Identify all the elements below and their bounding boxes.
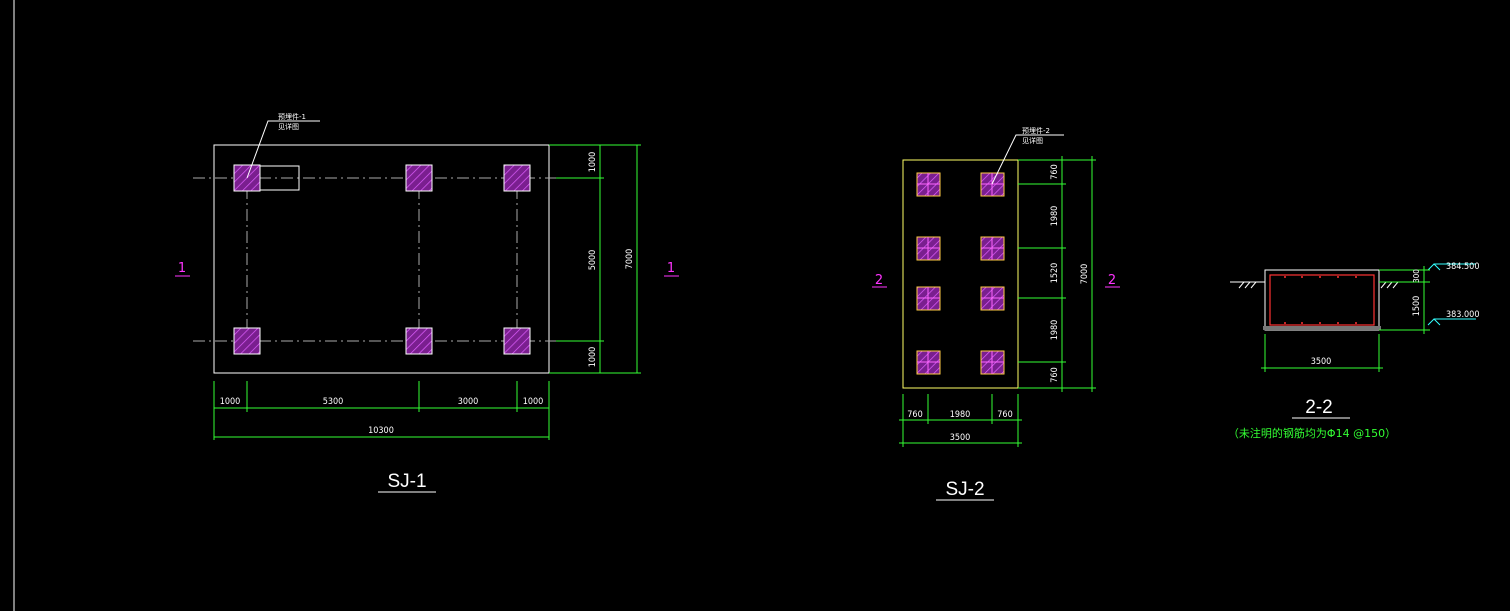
- sj2-dim-right-2: 1980: [1050, 206, 1060, 227]
- ground-hatch: [1238, 281, 1399, 289]
- section-dim-width: 3500: [1311, 357, 1332, 367]
- sj1-dim-bottom-1: 1000: [220, 397, 241, 407]
- sj2-plan: 预埋件-2 见详图 760 1980 760 3500 760 1980 1: [872, 126, 1120, 501]
- sj2-callout-leader: [991, 134, 1064, 185]
- sj1-pile: [503, 327, 531, 355]
- sj2-dim-right-3: 1520: [1050, 263, 1060, 284]
- section-note: （未注明的钢筋均为Φ14 @150）: [1228, 426, 1396, 440]
- sj2-piles: [916, 172, 1005, 375]
- sj2-callout-line2: 见详图: [1022, 136, 1043, 145]
- sj1-pile: [233, 327, 261, 355]
- section-rebar-dots: [1284, 276, 1357, 324]
- section-outer: [1264, 269, 1380, 331]
- section-dims-bottom: [1261, 334, 1383, 372]
- sj2-dim-bottom-2: 1980: [950, 410, 971, 420]
- sj2-dims-bottom: [899, 394, 1022, 447]
- section-dim-top: 300: [1412, 269, 1421, 283]
- sj2-dim-bottom-1: 760: [907, 410, 922, 420]
- elevation-top-value: 384.500: [1446, 262, 1479, 272]
- sj1-dim-bottom-4: 1000: [523, 397, 544, 407]
- sj1-dim-bottom-2: 5300: [323, 397, 344, 407]
- section-dim-depth: 1500: [1412, 296, 1422, 317]
- sj1-callout-line1: 预埋件-1: [278, 112, 306, 121]
- sj1-callout-leader: [246, 120, 320, 179]
- sj1-dim-right-1: 1000: [588, 152, 598, 173]
- sj2-outline: [902, 159, 1019, 389]
- sj1-title: SJ-1: [387, 471, 426, 492]
- sj1-dim-total-right: 7000: [625, 249, 635, 270]
- sj1-section-mark-right: 1: [667, 261, 675, 276]
- sj1-callout-line2: 见详图: [278, 122, 299, 131]
- sj2-dim-right-4: 1980: [1050, 320, 1060, 341]
- sj2-dim-total-bottom: 3500: [950, 433, 971, 443]
- sj1-dim-right-2: 5000: [588, 250, 598, 271]
- sj2-dim-total-right: 7000: [1080, 264, 1090, 285]
- sj1-centerlines: [193, 165, 596, 355]
- sj2-section-mark-left: 2: [875, 273, 883, 288]
- sj1-piles: [233, 164, 531, 355]
- section-dims-right: [1379, 266, 1430, 334]
- sj1-pile: [405, 164, 433, 192]
- sj1-section-mark-left: 1: [178, 261, 186, 276]
- sj1-dims-bottom: [213, 381, 550, 440]
- sj2-dim-bottom-3: 760: [997, 410, 1012, 420]
- sj1-dims-right: [549, 144, 641, 374]
- sj1-plan: 预埋件-1 见详图 1000 5300 3000 1000 10300 1000: [175, 112, 679, 493]
- sj2-callout-line1: 预埋件-2: [1022, 126, 1050, 135]
- section-title: 2-2: [1305, 397, 1332, 418]
- section-2-2: 384.500 383.000 300 1500 3500 2-2 （未注明的钢…: [1228, 262, 1480, 440]
- sj1-pile: [405, 327, 433, 355]
- sj2-title: SJ-2: [945, 479, 984, 500]
- elevation-bottom-value: 383.000: [1446, 310, 1479, 320]
- sj2-dim-right-1: 760: [1050, 164, 1060, 179]
- sj2-pile-crosses: [917, 173, 1004, 374]
- section-base-strip: [1263, 326, 1381, 330]
- sj2-dims-right: [1018, 156, 1096, 392]
- sj2-dim-right-5: 760: [1050, 367, 1060, 382]
- sj1-dim-total-bottom: 10300: [368, 426, 394, 436]
- sj1-dim-bottom-3: 3000: [458, 397, 479, 407]
- sj1-outline: [213, 144, 550, 374]
- sj1-pile: [503, 164, 531, 192]
- elevation-bottom-mark: [1427, 318, 1476, 326]
- sj2-section-mark-right: 2: [1108, 273, 1116, 288]
- sj1-dim-right-3: 1000: [588, 347, 598, 368]
- elevation-top-mark: [1427, 263, 1476, 271]
- section-inner-rebar: [1269, 274, 1375, 326]
